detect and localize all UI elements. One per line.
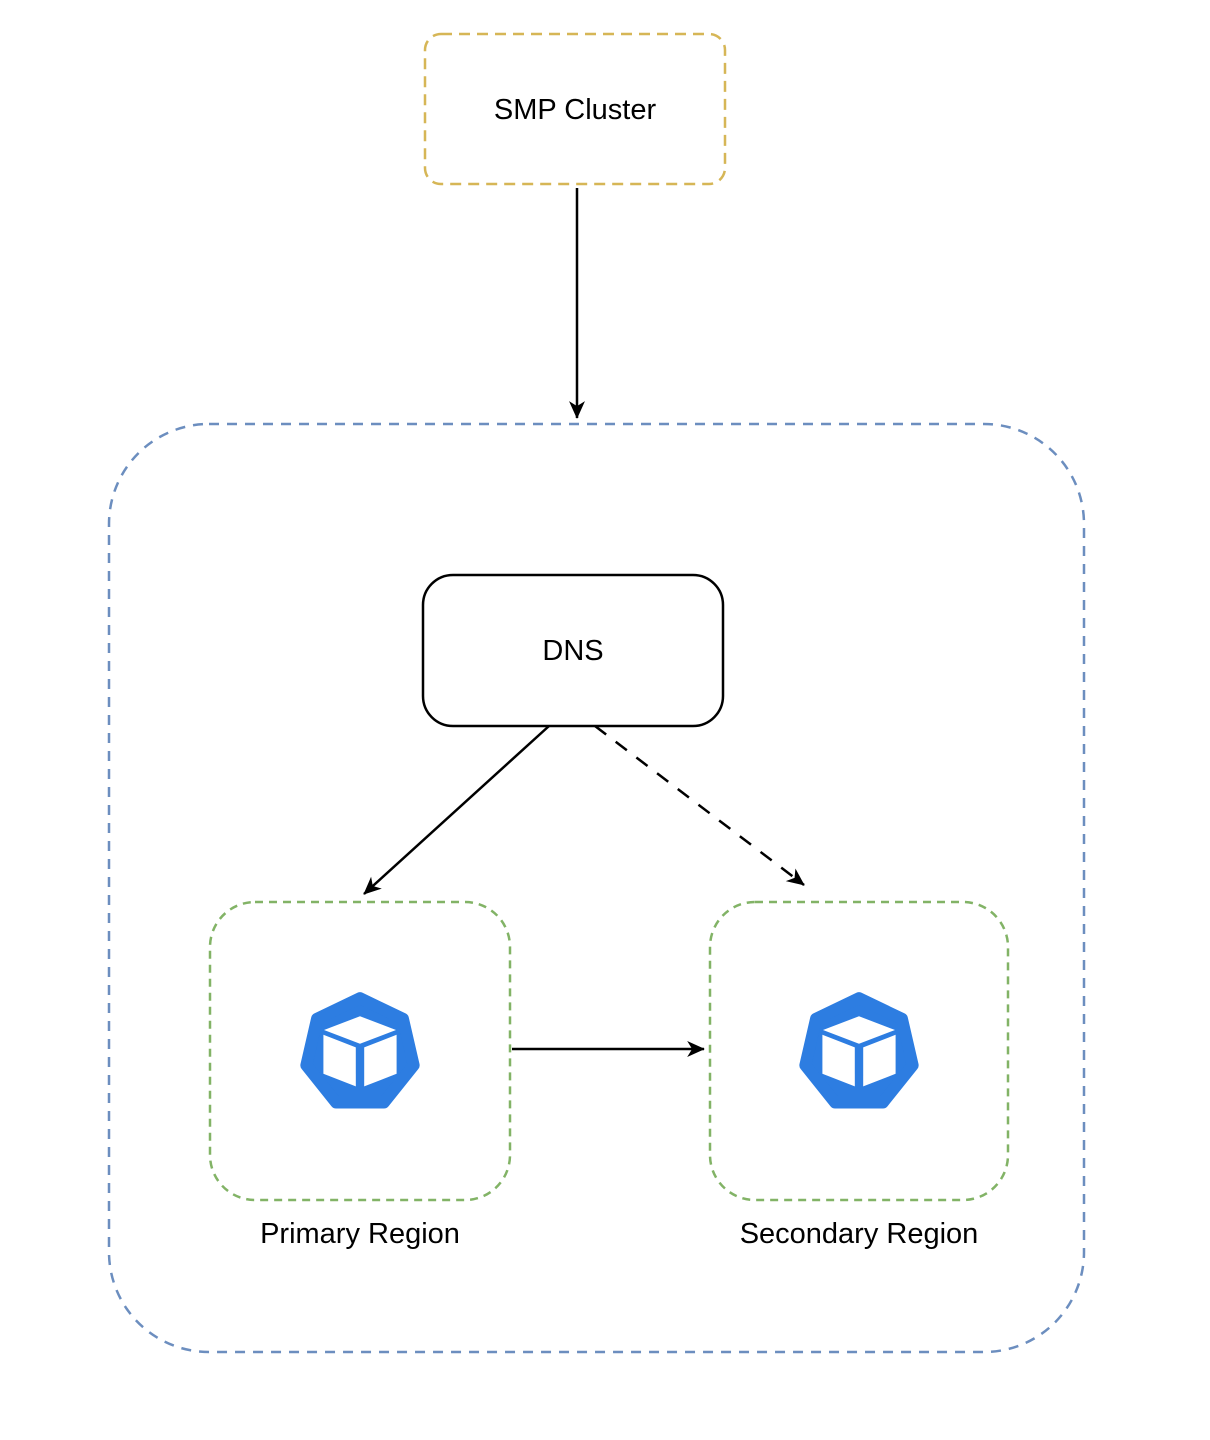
dns-box[interactable] — [421, 573, 725, 728]
kubernetes-cluster-icon — [799, 992, 919, 1109]
primary-region-label: Primary Region — [260, 1218, 460, 1250]
dns-label: DNS — [542, 635, 604, 667]
edge-dns-to-secondary — [594, 725, 805, 886]
smp-cluster-label: SMP Cluster — [493, 94, 657, 126]
edge-dns-to-primary — [363, 725, 550, 895]
kubernetes-cluster-icon — [300, 992, 420, 1109]
outer-group-box — [107, 422, 1086, 1354]
smp-cluster-box[interactable] — [423, 32, 727, 186]
secondary-region-label: Secondary Region — [739, 1218, 979, 1250]
